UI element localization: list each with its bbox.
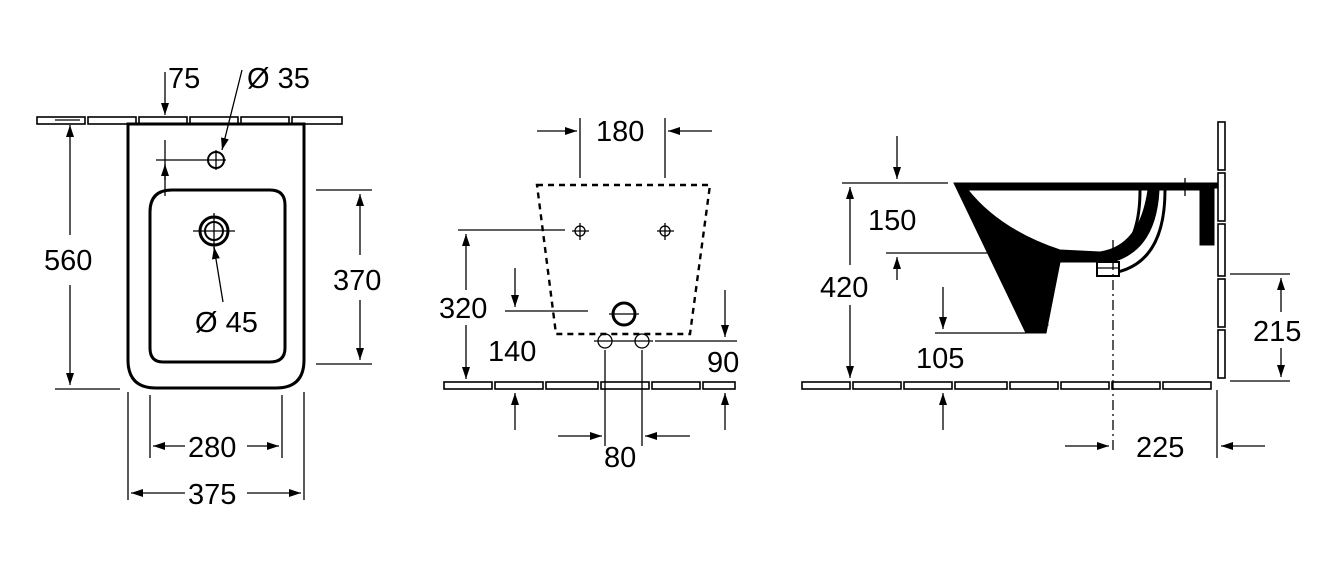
bidet-body-side: [953, 182, 1163, 334]
bidet-outline-top: [126, 122, 306, 390]
dim-dia-35: Ø 35: [247, 63, 310, 95]
tap-hole: [156, 150, 226, 170]
dim-280: 280: [188, 432, 236, 464]
drain-outlet-side: [1096, 261, 1120, 277]
supply-holes: [594, 333, 653, 349]
dim-375: 375: [188, 479, 236, 511]
dim-140: 140: [488, 336, 536, 368]
dim-150: 150: [868, 205, 916, 237]
bowl-outline-top: [148, 188, 287, 364]
dim-370: 370: [333, 265, 381, 297]
fixing-point-right: [657, 223, 674, 240]
dim-dia-45: Ø 45: [195, 307, 258, 339]
side-view: 150 420 105 215 225: [801, 121, 1301, 464]
dim-105: 105: [916, 343, 964, 375]
dim-215: 215: [1253, 316, 1301, 348]
dim-320: 320: [439, 293, 487, 325]
floor-strip-side: [801, 381, 1212, 390]
dim-560: 560: [44, 245, 92, 277]
wall-bracket: [1161, 182, 1219, 246]
dim-180: 180: [596, 116, 644, 148]
dim-80: 80: [604, 442, 636, 474]
wall-vertical: [1217, 121, 1226, 379]
dim-90: 90: [707, 347, 739, 379]
drain-hole: [193, 213, 235, 249]
dim-75: 75: [168, 63, 200, 95]
bidet-outline-rear: [535, 183, 712, 336]
dim-420: 420: [820, 272, 868, 304]
floor-strip-rear: [443, 381, 736, 390]
dim-225: 225: [1136, 432, 1184, 464]
fixing-point-left: [572, 223, 589, 240]
rear-view: 180 320 140 90 80: [439, 116, 739, 474]
top-view: 75 Ø 35 560 370 Ø 45 280 375: [36, 63, 381, 511]
